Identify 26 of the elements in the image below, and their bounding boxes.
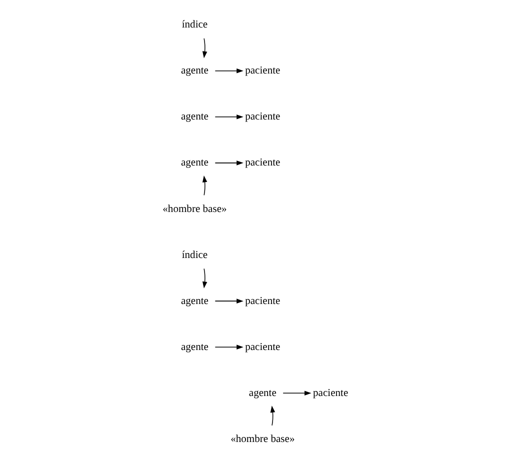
node-text: «hombre base» (230, 434, 295, 445)
arrow (214, 114, 244, 120)
node-text: agente (180, 296, 209, 307)
node-text: paciente (245, 112, 280, 123)
node-text: paciente (245, 158, 280, 169)
node-text: paciente (245, 342, 280, 353)
node-text: paciente (245, 296, 280, 307)
node-text: índice (182, 20, 208, 31)
node-text: agente (180, 66, 209, 77)
node-text: índice (182, 250, 208, 261)
arrow (270, 406, 276, 426)
arrow (214, 344, 244, 350)
arrow (202, 38, 208, 58)
node-text: paciente (245, 66, 280, 77)
arrow (214, 160, 244, 166)
node-text: paciente (313, 388, 348, 399)
node-text: agente (180, 112, 209, 123)
arrow (214, 68, 244, 74)
node-text: agente (180, 342, 209, 353)
node-text: agente (180, 158, 209, 169)
arrow (202, 175, 208, 196)
arrow (214, 298, 244, 304)
node-text: agente (248, 388, 276, 399)
arrow (282, 390, 312, 396)
arrow (202, 268, 208, 288)
node-text: «hombre base» (162, 204, 227, 215)
